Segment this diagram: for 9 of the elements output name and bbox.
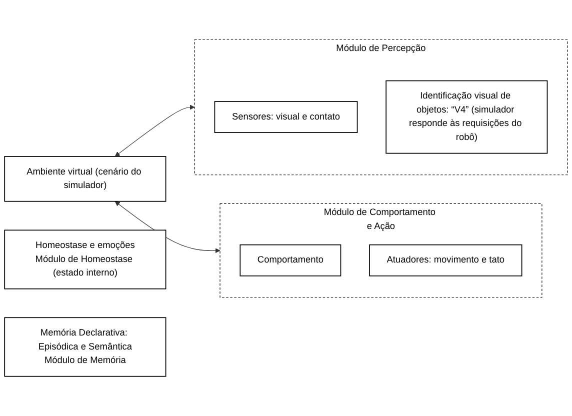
node-box: Comportamento [240,244,342,276]
node-box: Ambiente virtual (cenário do simulador) [4,156,166,202]
arrow [114,201,220,254]
node-box: Homeostase e emoções Módulo de Homeostase (estado interno) [4,230,166,290]
node-box: Atuadores: movimento e tato [369,244,522,276]
arrow [114,104,195,157]
node-box: Sensores: visual e contato [214,101,358,134]
node-box: Identificação visual de objetos: “V4” (simulador responde às requisições do robô) [386,80,548,154]
node-box: Memória Declarativa: Episódica e Semântica Módulo de Memória [4,317,166,377]
